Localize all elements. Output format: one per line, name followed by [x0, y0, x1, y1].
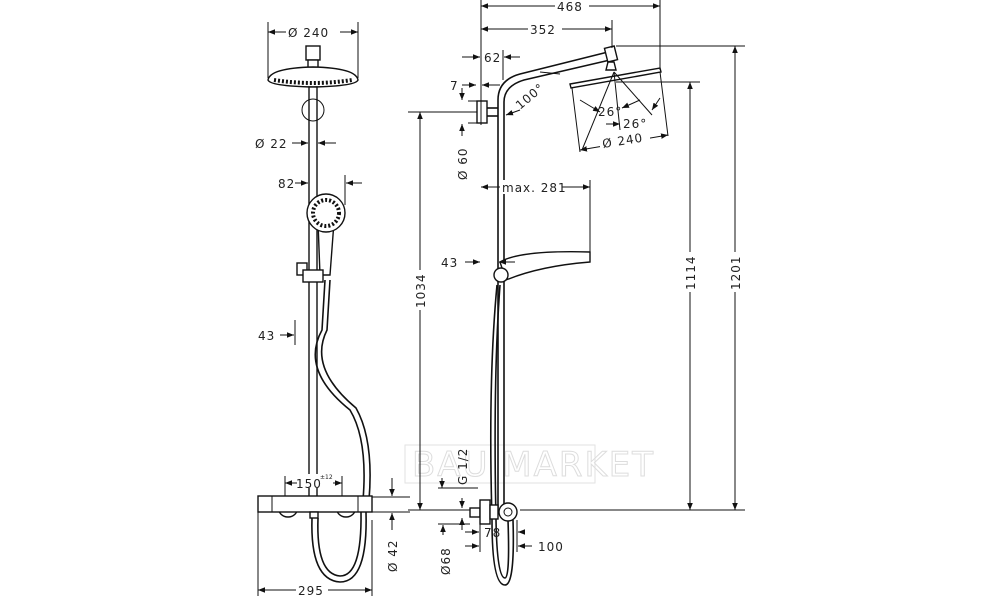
- dim-height-1034: 1034: [414, 273, 428, 308]
- dim-height-1201: 1201: [729, 255, 743, 290]
- side-view: 468 352 62 7 100° Ø 60 26°: [438, 0, 745, 586]
- hand-shower-front: [296, 193, 346, 283]
- hose: [314, 279, 365, 501]
- overhead-shower-front: [267, 45, 359, 88]
- dim-thermostat-width: 295: [298, 584, 324, 598]
- dim-arm-length: 352: [530, 23, 556, 37]
- shower-rod: [308, 86, 318, 498]
- shower-arm: [497, 51, 609, 510]
- dim-valve-diameter: Ø 42: [386, 539, 400, 572]
- dim-head-diameter: Ø 240: [288, 26, 329, 40]
- dim-side-head-diameter: Ø 240: [601, 131, 644, 151]
- dim-arm-angle: 100°: [513, 80, 547, 112]
- dim-bracket-diameter: Ø 60: [456, 147, 470, 180]
- dim-valve-tolerance: ±12: [320, 474, 333, 481]
- dim-spray-angle-1: 26°: [598, 105, 622, 119]
- rod-bracket: [301, 98, 325, 122]
- dim-bracket-offset: 7: [450, 79, 459, 93]
- dim-connection-diameter: Ø68: [439, 547, 453, 575]
- dimensions-front: Ø 240 Ø 22 82 43 150 ±12 Ø 42 295: [255, 22, 410, 598]
- dim-connection-thread: G 1/2: [456, 448, 470, 485]
- wall-bracket: [476, 100, 488, 124]
- dim-rod-offset: 43: [258, 329, 275, 343]
- dim-outlet-projection: 100: [538, 540, 564, 554]
- dim-arm-bend: 62: [484, 51, 501, 65]
- thermostat-front: [257, 495, 373, 583]
- dim-rod-diameter: Ø 22: [255, 137, 288, 151]
- watermark-text: BAU MARKET: [412, 445, 655, 485]
- dim-side-rod-offset: 43: [441, 256, 458, 270]
- dim-valve-spacing: 150: [296, 477, 322, 491]
- dim-hand-shower-reach: max. 281: [502, 181, 567, 195]
- dim-spray-angle-2: 26°: [623, 117, 647, 131]
- thermostat-side: [469, 499, 518, 525]
- dim-outlet-offset: 78: [484, 526, 501, 540]
- dim-height-1114: 1114: [684, 255, 698, 290]
- dimension-1034: 1034: [408, 111, 478, 511]
- dimensions-side: 468 352 62 7 100° Ø 60 26°: [438, 0, 745, 575]
- watermark: BAU MARKET: [404, 444, 655, 486]
- hand-shower-side: [499, 251, 591, 281]
- overhead-shower-side: [569, 67, 662, 89]
- front-view: Ø 240 Ø 22 82 43 150 ±12 Ø 42 295: [255, 22, 410, 598]
- dim-hand-shower-width: 82: [278, 177, 295, 191]
- dim-arm-reach: 468: [557, 0, 583, 14]
- hose-side: [489, 284, 515, 586]
